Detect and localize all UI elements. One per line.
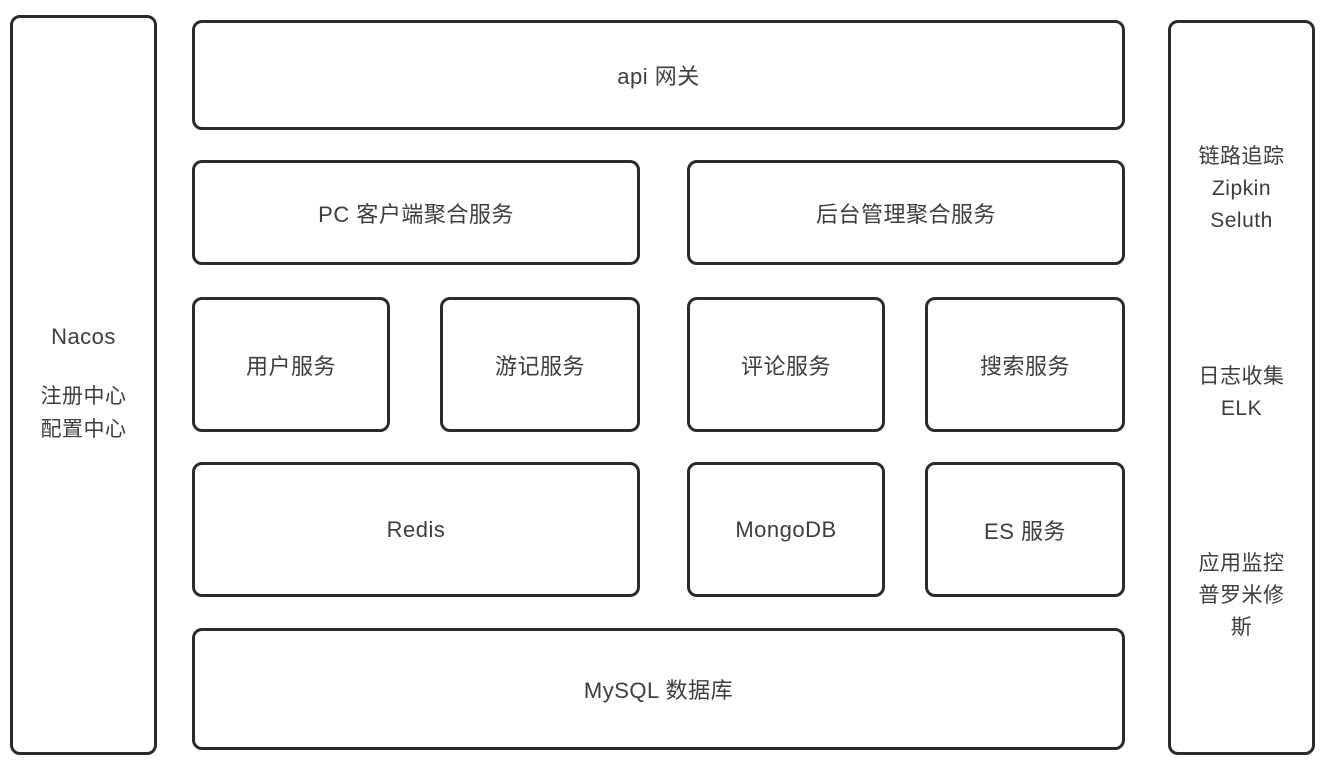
observability-panel: 链路追踪 Zipkin Seluth 日志收集 ELK 应用监控 普罗米修斯 (1168, 20, 1315, 755)
tracing-section: 链路追踪 Zipkin Seluth (1198, 145, 1285, 232)
redis-box: Redis (192, 462, 640, 597)
api-gateway-label: api 网关 (617, 64, 700, 89)
search-service-box: 搜索服务 (925, 297, 1125, 432)
travel-notes-service-box: 游记服务 (440, 297, 640, 432)
mongodb-box: MongoDB (687, 462, 885, 597)
redis-label: Redis (386, 516, 446, 542)
nacos-role-config: 配置中心 (40, 418, 127, 441)
travel-notes-service-label: 游记服务 (494, 353, 585, 379)
admin-aggregation-label: 后台管理聚合服务 (815, 201, 996, 227)
pc-client-aggregation-label: PC 客户端聚合服务 (318, 201, 514, 227)
es-service-box: ES 服务 (925, 462, 1125, 597)
nacos-role-registry: 注册中心 (40, 385, 127, 408)
pc-client-aggregation-box: PC 客户端聚合服务 (192, 160, 640, 265)
admin-aggregation-box: 后台管理聚合服务 (687, 160, 1125, 265)
nacos-panel: Nacos 注册中心 配置中心 (10, 15, 157, 755)
mysql-database-box: MySQL 数据库 (192, 628, 1125, 750)
user-service-label: 用户服务 (245, 353, 336, 379)
api-gateway-box: api 网关 (192, 20, 1125, 130)
mongodb-label: MongoDB (735, 516, 837, 542)
es-service-label: ES 服务 (984, 518, 1066, 544)
user-service-box: 用户服务 (192, 297, 390, 432)
nacos-roles: 注册中心 配置中心 (41, 380, 127, 446)
logging-section: 日志收集 ELK (1198, 365, 1285, 420)
monitoring-section: 应用监控 普罗米修斯 (1198, 552, 1285, 639)
nacos-title: Nacos (51, 324, 116, 349)
mysql-database-label: MySQL 数据库 (583, 678, 734, 703)
comment-service-box: 评论服务 (687, 297, 885, 432)
comment-service-label: 评论服务 (740, 353, 831, 379)
search-service-label: 搜索服务 (979, 353, 1070, 379)
